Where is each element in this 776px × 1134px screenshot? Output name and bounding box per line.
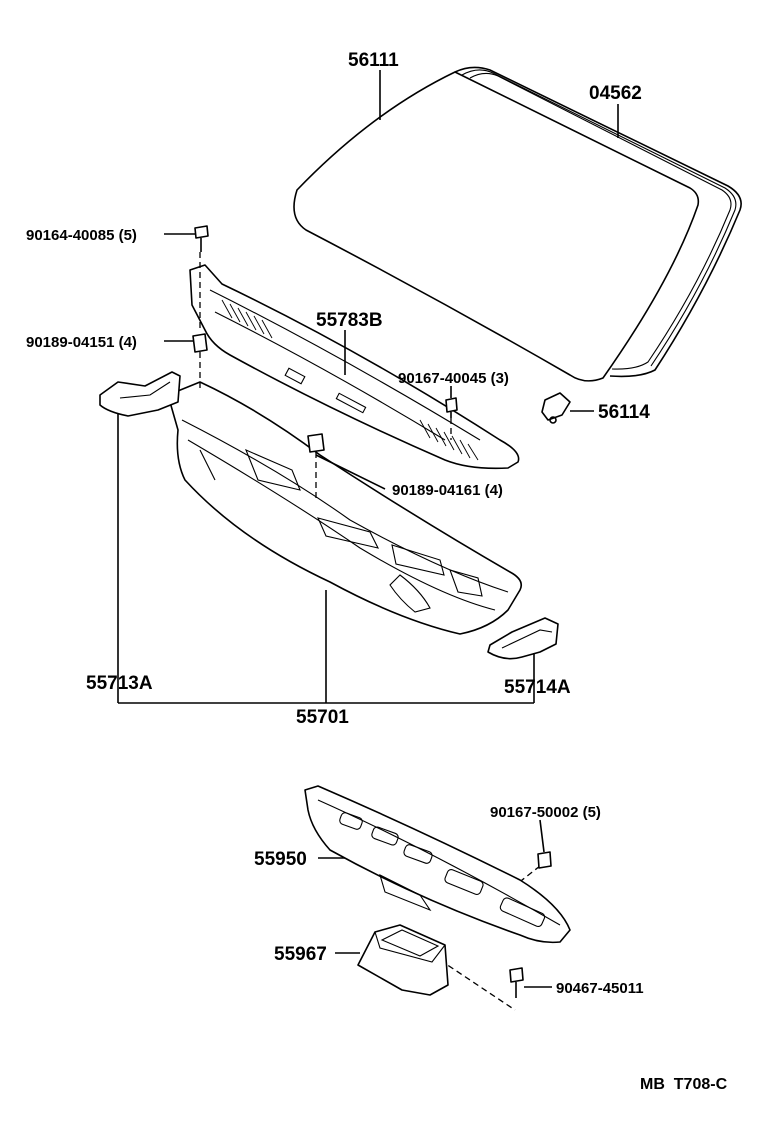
nut-90189-04151 [192, 333, 208, 353]
label-90167-50002: 90167-50002 (5) [490, 804, 601, 821]
label-90167-40045: 90167-40045 (3) [398, 370, 509, 387]
screw-90167-50002 [537, 851, 552, 869]
air-duct-55967 [357, 924, 449, 996]
label-90467-45011: 90467-45011 [556, 980, 644, 997]
bracket-right [487, 617, 559, 660]
label-90164-40085: 90164-40085 (5) [26, 227, 137, 244]
nut-90189-04161 [307, 433, 325, 453]
screw-90167-40045 [445, 397, 458, 418]
screw-90467-45011 [509, 967, 524, 998]
bolt-90164 [194, 225, 209, 252]
label-55967: 55967 [274, 944, 327, 965]
part-labels: 56111 04562 90164-40085 (5) 55783B 90189… [26, 50, 728, 1093]
drawing-code: MB T708-C [640, 1076, 728, 1093]
label-90189-04151: 90189-04151 (4) [26, 334, 137, 351]
cowl-louver [189, 264, 520, 470]
windshield-moulding [454, 66, 742, 378]
leader-lines [117, 70, 619, 988]
air-duct-55950 [304, 785, 571, 944]
label-55713A: 55713A [86, 673, 153, 694]
label-90189-04161: 90189-04161 (4) [392, 482, 503, 499]
label-04562: 04562 [589, 83, 642, 104]
windshield-glass [293, 71, 700, 382]
label-55701: 55701 [296, 707, 349, 728]
label-55783B: 55783B [316, 310, 383, 331]
cowl-panel [167, 381, 523, 635]
label-55714A: 55714A [504, 677, 571, 698]
bracket-left [99, 371, 181, 417]
clip-56114 [541, 392, 571, 424]
label-56114: 56114 [598, 402, 650, 423]
label-55950: 55950 [254, 849, 307, 870]
label-56111: 56111 [348, 50, 399, 71]
assembly-lines [199, 252, 541, 1011]
